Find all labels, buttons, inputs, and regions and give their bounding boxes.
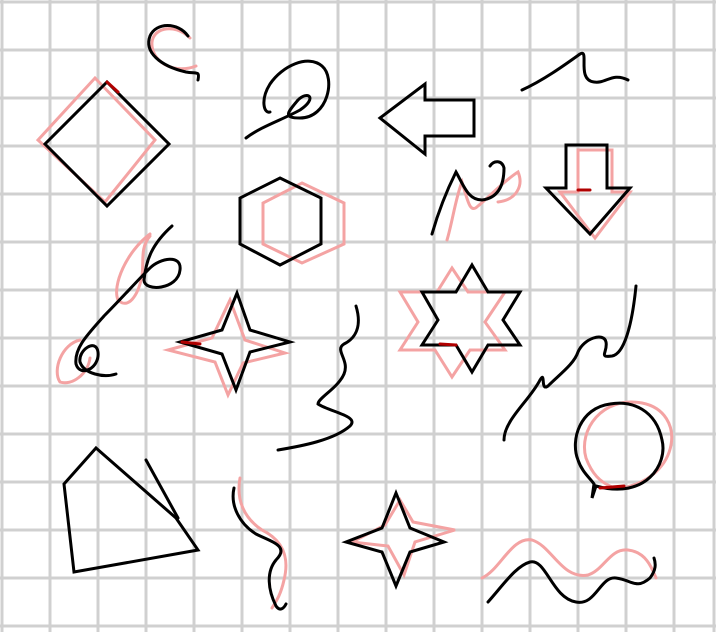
diamond-square <box>42 79 172 209</box>
scribble-looped-tail <box>74 224 182 377</box>
pentagon-irregular <box>62 445 201 574</box>
hexagon-ghost <box>261 181 346 265</box>
speech-bubble <box>573 401 665 499</box>
hexagon <box>238 176 323 267</box>
scribble-m-wave-ghost <box>445 169 522 242</box>
four-point-star-bottom <box>341 488 449 590</box>
left-arrow <box>377 80 476 158</box>
scribble-zigzag-top-right <box>520 51 630 92</box>
scribble-hook-bottom-ghost <box>237 476 288 610</box>
six-point-star <box>419 262 523 375</box>
scribble-loop-top <box>244 59 331 140</box>
overlap-six-star-edge <box>438 342 458 347</box>
scribble-c-hook <box>147 24 200 82</box>
overlap-accent-layer <box>105 80 626 490</box>
scribble-hook-bottom <box>231 486 288 611</box>
down-arrow <box>542 143 634 237</box>
pentagon-open-edge <box>144 458 180 520</box>
down-arrow-ghost <box>556 148 634 241</box>
scribble-rising-diagonal <box>502 284 638 442</box>
scribble-s-curve <box>276 304 360 452</box>
overlap-bubble-edge <box>598 484 626 490</box>
shape-layer <box>42 24 665 611</box>
speech-bubble-ghost <box>583 400 674 490</box>
overlap-four-star-edge <box>180 340 202 346</box>
scribble-wave-bottom-ghost <box>480 538 658 580</box>
overlap-diamond-edge <box>105 80 120 94</box>
scribble-m-wave <box>430 160 506 236</box>
scribble-wave-bottom <box>486 556 657 604</box>
four-point-star-left-ghost <box>162 296 291 399</box>
four-point-star-left <box>174 288 296 395</box>
